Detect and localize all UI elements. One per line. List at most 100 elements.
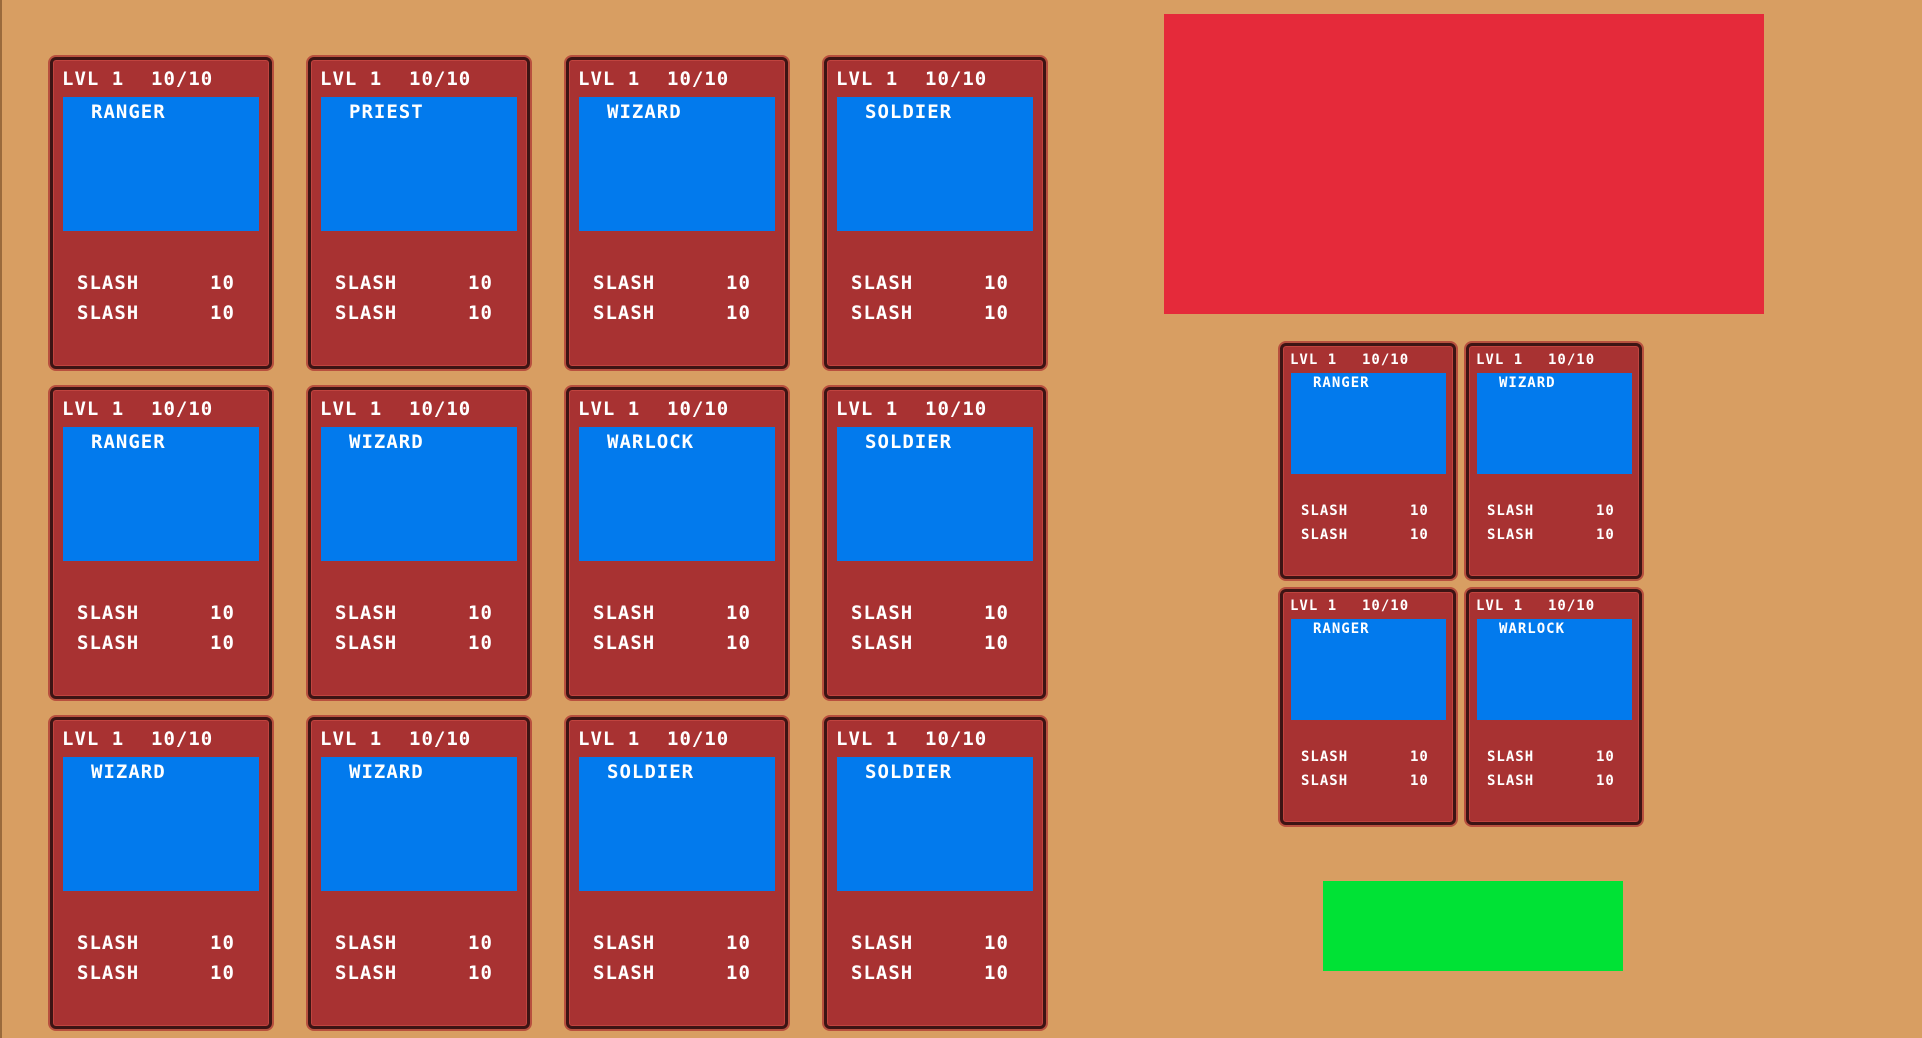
move-name: SLASH xyxy=(851,932,914,954)
card-level: LVL 1 xyxy=(836,728,899,750)
deck-card-9[interactable]: LVL 1 10/10 WIZARD SLASH 10 SLASH 10 xyxy=(50,717,272,1029)
move-value: 10 xyxy=(1410,749,1429,765)
card-hp: 10/10 xyxy=(1362,352,1410,368)
card-class-name: WARLOCK xyxy=(1499,621,1566,637)
move-value: 10 xyxy=(210,932,235,954)
deck-card-4[interactable]: LVL 1 10/10 SOLDIER SLASH 10 SLASH 10 xyxy=(824,57,1046,369)
move-value: 10 xyxy=(468,302,493,324)
drop-zone[interactable] xyxy=(1164,14,1764,314)
move-value: 10 xyxy=(210,602,235,624)
move-name: SLASH xyxy=(1487,527,1535,543)
deck-card-6[interactable]: LVL 1 10/10 WIZARD SLASH 10 SLASH 10 xyxy=(308,387,530,699)
card-portrait: SOLDIER xyxy=(837,427,1033,561)
deck-card-5[interactable]: LVL 1 10/10 RANGER SLASH 10 SLASH 10 xyxy=(50,387,272,699)
team-card-2[interactable]: LVL 1 10/10 WIZARD SLASH 10 SLASH 10 xyxy=(1466,343,1642,579)
move-value: 10 xyxy=(468,932,493,954)
move-value: 10 xyxy=(468,602,493,624)
card-portrait: RANGER xyxy=(1291,373,1446,474)
card-hp: 10/10 xyxy=(925,728,988,750)
move-name: SLASH xyxy=(851,272,914,294)
card-class-name: SOLDIER xyxy=(865,761,953,783)
move-value: 10 xyxy=(1410,503,1429,519)
move-value: 10 xyxy=(984,962,1009,984)
card-class-name: WIZARD xyxy=(349,431,424,453)
card-hp: 10/10 xyxy=(409,728,472,750)
confirm-button[interactable] xyxy=(1323,881,1623,971)
card-level: LVL 1 xyxy=(320,398,383,420)
move-name: SLASH xyxy=(77,302,140,324)
card-level: LVL 1 xyxy=(62,728,125,750)
move-name: SLASH xyxy=(593,272,656,294)
card-level: LVL 1 xyxy=(1290,352,1338,368)
card-level: LVL 1 xyxy=(320,68,383,90)
move-value: 10 xyxy=(210,962,235,984)
card-portrait: RANGER xyxy=(63,427,259,561)
move-name: SLASH xyxy=(851,602,914,624)
deck-card-12[interactable]: LVL 1 10/10 SOLDIER SLASH 10 SLASH 10 xyxy=(824,717,1046,1029)
deck-card-8[interactable]: LVL 1 10/10 SOLDIER SLASH 10 SLASH 10 xyxy=(824,387,1046,699)
move-name: SLASH xyxy=(335,932,398,954)
card-portrait: WIZARD xyxy=(321,757,517,891)
card-class-name: WIZARD xyxy=(607,101,682,123)
move-name: SLASH xyxy=(1301,527,1349,543)
move-name: SLASH xyxy=(335,272,398,294)
card-class-name: WIZARD xyxy=(91,761,166,783)
move-name: SLASH xyxy=(335,302,398,324)
card-level: LVL 1 xyxy=(578,398,641,420)
move-name: SLASH xyxy=(77,272,140,294)
card-portrait: WIZARD xyxy=(579,97,775,231)
card-level: LVL 1 xyxy=(578,68,641,90)
move-name: SLASH xyxy=(593,962,656,984)
team-card-1[interactable]: LVL 1 10/10 RANGER SLASH 10 SLASH 10 xyxy=(1280,343,1456,579)
deck-card-11[interactable]: LVL 1 10/10 SOLDIER SLASH 10 SLASH 10 xyxy=(566,717,788,1029)
move-name: SLASH xyxy=(335,962,398,984)
card-level: LVL 1 xyxy=(1476,352,1524,368)
move-value: 10 xyxy=(984,602,1009,624)
deck-card-10[interactable]: LVL 1 10/10 WIZARD SLASH 10 SLASH 10 xyxy=(308,717,530,1029)
card-level: LVL 1 xyxy=(578,728,641,750)
card-class-name: RANGER xyxy=(1313,621,1370,637)
card-hp: 10/10 xyxy=(409,398,472,420)
move-value: 10 xyxy=(210,272,235,294)
card-level: LVL 1 xyxy=(320,728,383,750)
move-name: SLASH xyxy=(335,632,398,654)
card-class-name: SOLDIER xyxy=(607,761,695,783)
card-portrait: WARLOCK xyxy=(1477,619,1632,720)
card-class-name: RANGER xyxy=(91,431,166,453)
move-name: SLASH xyxy=(335,602,398,624)
move-value: 10 xyxy=(210,632,235,654)
card-portrait: WIZARD xyxy=(321,427,517,561)
card-hp: 10/10 xyxy=(667,728,730,750)
card-hp: 10/10 xyxy=(1548,352,1596,368)
move-value: 10 xyxy=(1596,773,1615,789)
team-card-4[interactable]: LVL 1 10/10 WARLOCK SLASH 10 SLASH 10 xyxy=(1466,589,1642,825)
move-name: SLASH xyxy=(851,302,914,324)
move-value: 10 xyxy=(726,932,751,954)
deck-card-3[interactable]: LVL 1 10/10 WIZARD SLASH 10 SLASH 10 xyxy=(566,57,788,369)
card-hp: 10/10 xyxy=(1548,598,1596,614)
deck-card-7[interactable]: LVL 1 10/10 WARLOCK SLASH 10 SLASH 10 xyxy=(566,387,788,699)
deck-card-2[interactable]: LVL 1 10/10 PRIEST SLASH 10 SLASH 10 xyxy=(308,57,530,369)
team-card-3[interactable]: LVL 1 10/10 RANGER SLASH 10 SLASH 10 xyxy=(1280,589,1456,825)
card-level: LVL 1 xyxy=(62,398,125,420)
deck-card-1[interactable]: LVL 1 10/10 RANGER SLASH 10 SLASH 10 xyxy=(50,57,272,369)
card-hp: 10/10 xyxy=(925,398,988,420)
move-value: 10 xyxy=(468,272,493,294)
move-value: 10 xyxy=(984,302,1009,324)
move-name: SLASH xyxy=(1301,749,1349,765)
card-portrait: PRIEST xyxy=(321,97,517,231)
move-name: SLASH xyxy=(1301,503,1349,519)
move-value: 10 xyxy=(984,272,1009,294)
card-level: LVL 1 xyxy=(836,68,899,90)
move-name: SLASH xyxy=(593,932,656,954)
move-value: 10 xyxy=(984,632,1009,654)
card-class-name: RANGER xyxy=(91,101,166,123)
card-portrait: RANGER xyxy=(1291,619,1446,720)
card-hp: 10/10 xyxy=(1362,598,1410,614)
move-name: SLASH xyxy=(593,302,656,324)
card-class-name: SOLDIER xyxy=(865,101,953,123)
card-portrait: WIZARD xyxy=(1477,373,1632,474)
move-value: 10 xyxy=(726,602,751,624)
card-portrait: WIZARD xyxy=(63,757,259,891)
card-class-name: PRIEST xyxy=(349,101,424,123)
